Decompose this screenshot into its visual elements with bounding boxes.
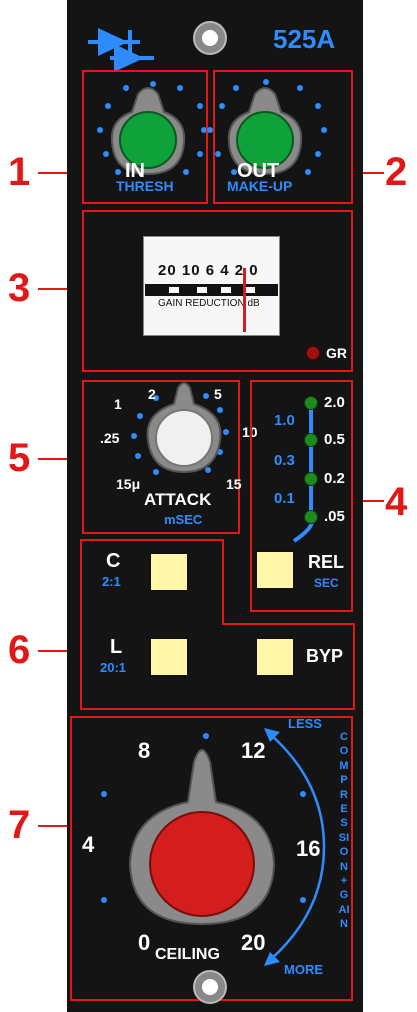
callout-1-line: [38, 172, 82, 174]
section-4-box: [250, 380, 353, 612]
callout-7-line: [38, 825, 71, 827]
meter-bar: [145, 284, 278, 296]
out-label: OUT: [237, 160, 280, 182]
limit-l-label: L: [110, 636, 123, 658]
out-knob-dots: [207, 79, 327, 175]
callout-3-line: [38, 288, 82, 290]
meter-needle: [243, 268, 246, 332]
attack-scale-15mu: 15μ: [116, 476, 141, 492]
compress-c-label: C: [106, 550, 121, 572]
bypass-label: BYP: [306, 646, 344, 666]
attack-scale-10: 10: [242, 424, 258, 440]
bypass-button[interactable]: [255, 637, 295, 677]
callout-5-line: [38, 458, 82, 460]
callout-6-line: [38, 650, 71, 652]
arrow-more-label: MORE: [284, 962, 323, 977]
ceiling-knob[interactable]: [122, 738, 282, 928]
release-led-2-0: [304, 396, 318, 410]
meter-caption: GAIN REDUCTION dB: [158, 298, 260, 309]
model-label: 525A: [273, 24, 336, 54]
ceiling-tick-left-lower: [101, 897, 107, 903]
gr-label: GR: [326, 345, 347, 361]
release-led-0-5: [304, 433, 318, 447]
callout-7: 7: [8, 803, 31, 847]
release-value-0-3: 0.3: [274, 452, 295, 469]
attack-scale-025: .25: [100, 430, 120, 446]
section-3-box: [82, 210, 353, 372]
in-label: IN: [125, 160, 145, 182]
attack-unit-label: mSEC: [164, 512, 203, 527]
section-6-box: [80, 539, 355, 710]
callout-5: 5: [8, 436, 31, 480]
ceiling-scale-16: 16: [296, 836, 321, 861]
in-knob-dots: [97, 81, 206, 175]
attack-scale-2: 2: [148, 386, 156, 402]
section-5-box: [82, 380, 240, 534]
ceiling-scale-0: 0: [138, 930, 151, 955]
release-value-0-5: 0.5: [324, 431, 345, 448]
compression-arrow-icon: [264, 728, 326, 966]
ceiling-tick-top: [203, 733, 209, 739]
gr-led: [306, 346, 320, 360]
out-knob[interactable]: [225, 82, 305, 182]
thresh-label: THRESH: [116, 178, 174, 194]
compression-gain-vertical-text: COMPRESSION+GAIN: [338, 731, 350, 931]
callout-1: 1: [8, 150, 31, 194]
in-knob[interactable]: [108, 82, 188, 182]
limit-button[interactable]: [149, 637, 189, 677]
attack-scale-5: 5: [214, 386, 222, 402]
ceiling-tick-right-upper: [300, 791, 306, 797]
limit-ratio-label: 20:1: [100, 660, 127, 675]
callout-6: 6: [8, 628, 31, 672]
make-up-label: MAKE-UP: [227, 178, 293, 194]
section-1-box: [82, 70, 208, 204]
bottom-screw: [193, 970, 227, 1004]
attack-scale-15: 15: [226, 476, 242, 492]
callout-4: 4: [385, 480, 408, 524]
ceiling-tick-right-lower: [300, 897, 306, 903]
meter-scale: 20 10 6 4 2 0: [158, 262, 259, 279]
release-value-0-1: 0.1: [274, 490, 295, 507]
ceiling-scale-8: 8: [138, 738, 151, 763]
logo-icon: [88, 28, 154, 72]
top-screw: [193, 21, 227, 55]
callout-2: 2: [385, 150, 408, 194]
callout-4-line: [352, 500, 384, 502]
release-unit-label: SEC: [314, 576, 339, 590]
section-2-box: [213, 70, 353, 204]
arrow-less-label: LESS: [288, 716, 322, 731]
release-value-1-0: 1.0: [274, 412, 295, 429]
ceiling-scale-4: 4: [82, 832, 95, 857]
ceiling-label: CEILING: [155, 946, 220, 963]
release-value-2-0: 2.0: [324, 394, 345, 411]
ceiling-scale-12: 12: [241, 738, 266, 763]
attack-label: ATTACK: [144, 490, 212, 509]
release-value-05: .05: [324, 508, 345, 525]
attack-knob[interactable]: [142, 378, 226, 476]
compress-button[interactable]: [149, 552, 189, 592]
release-value-0-2: 0.2: [324, 470, 345, 487]
attack-scale-1: 1: [114, 396, 122, 412]
callout-2-line: [350, 172, 384, 174]
ceiling-scale-20: 20: [241, 930, 266, 955]
release-connector: [309, 400, 313, 518]
compress-ratio-label: 2:1: [102, 574, 121, 589]
release-led-05: [304, 510, 318, 524]
ceiling-tick-left-upper: [101, 791, 107, 797]
release-led-0-2: [304, 472, 318, 486]
release-label: REL: [308, 552, 344, 572]
release-button[interactable]: [255, 550, 295, 590]
callout-3: 3: [8, 266, 31, 310]
